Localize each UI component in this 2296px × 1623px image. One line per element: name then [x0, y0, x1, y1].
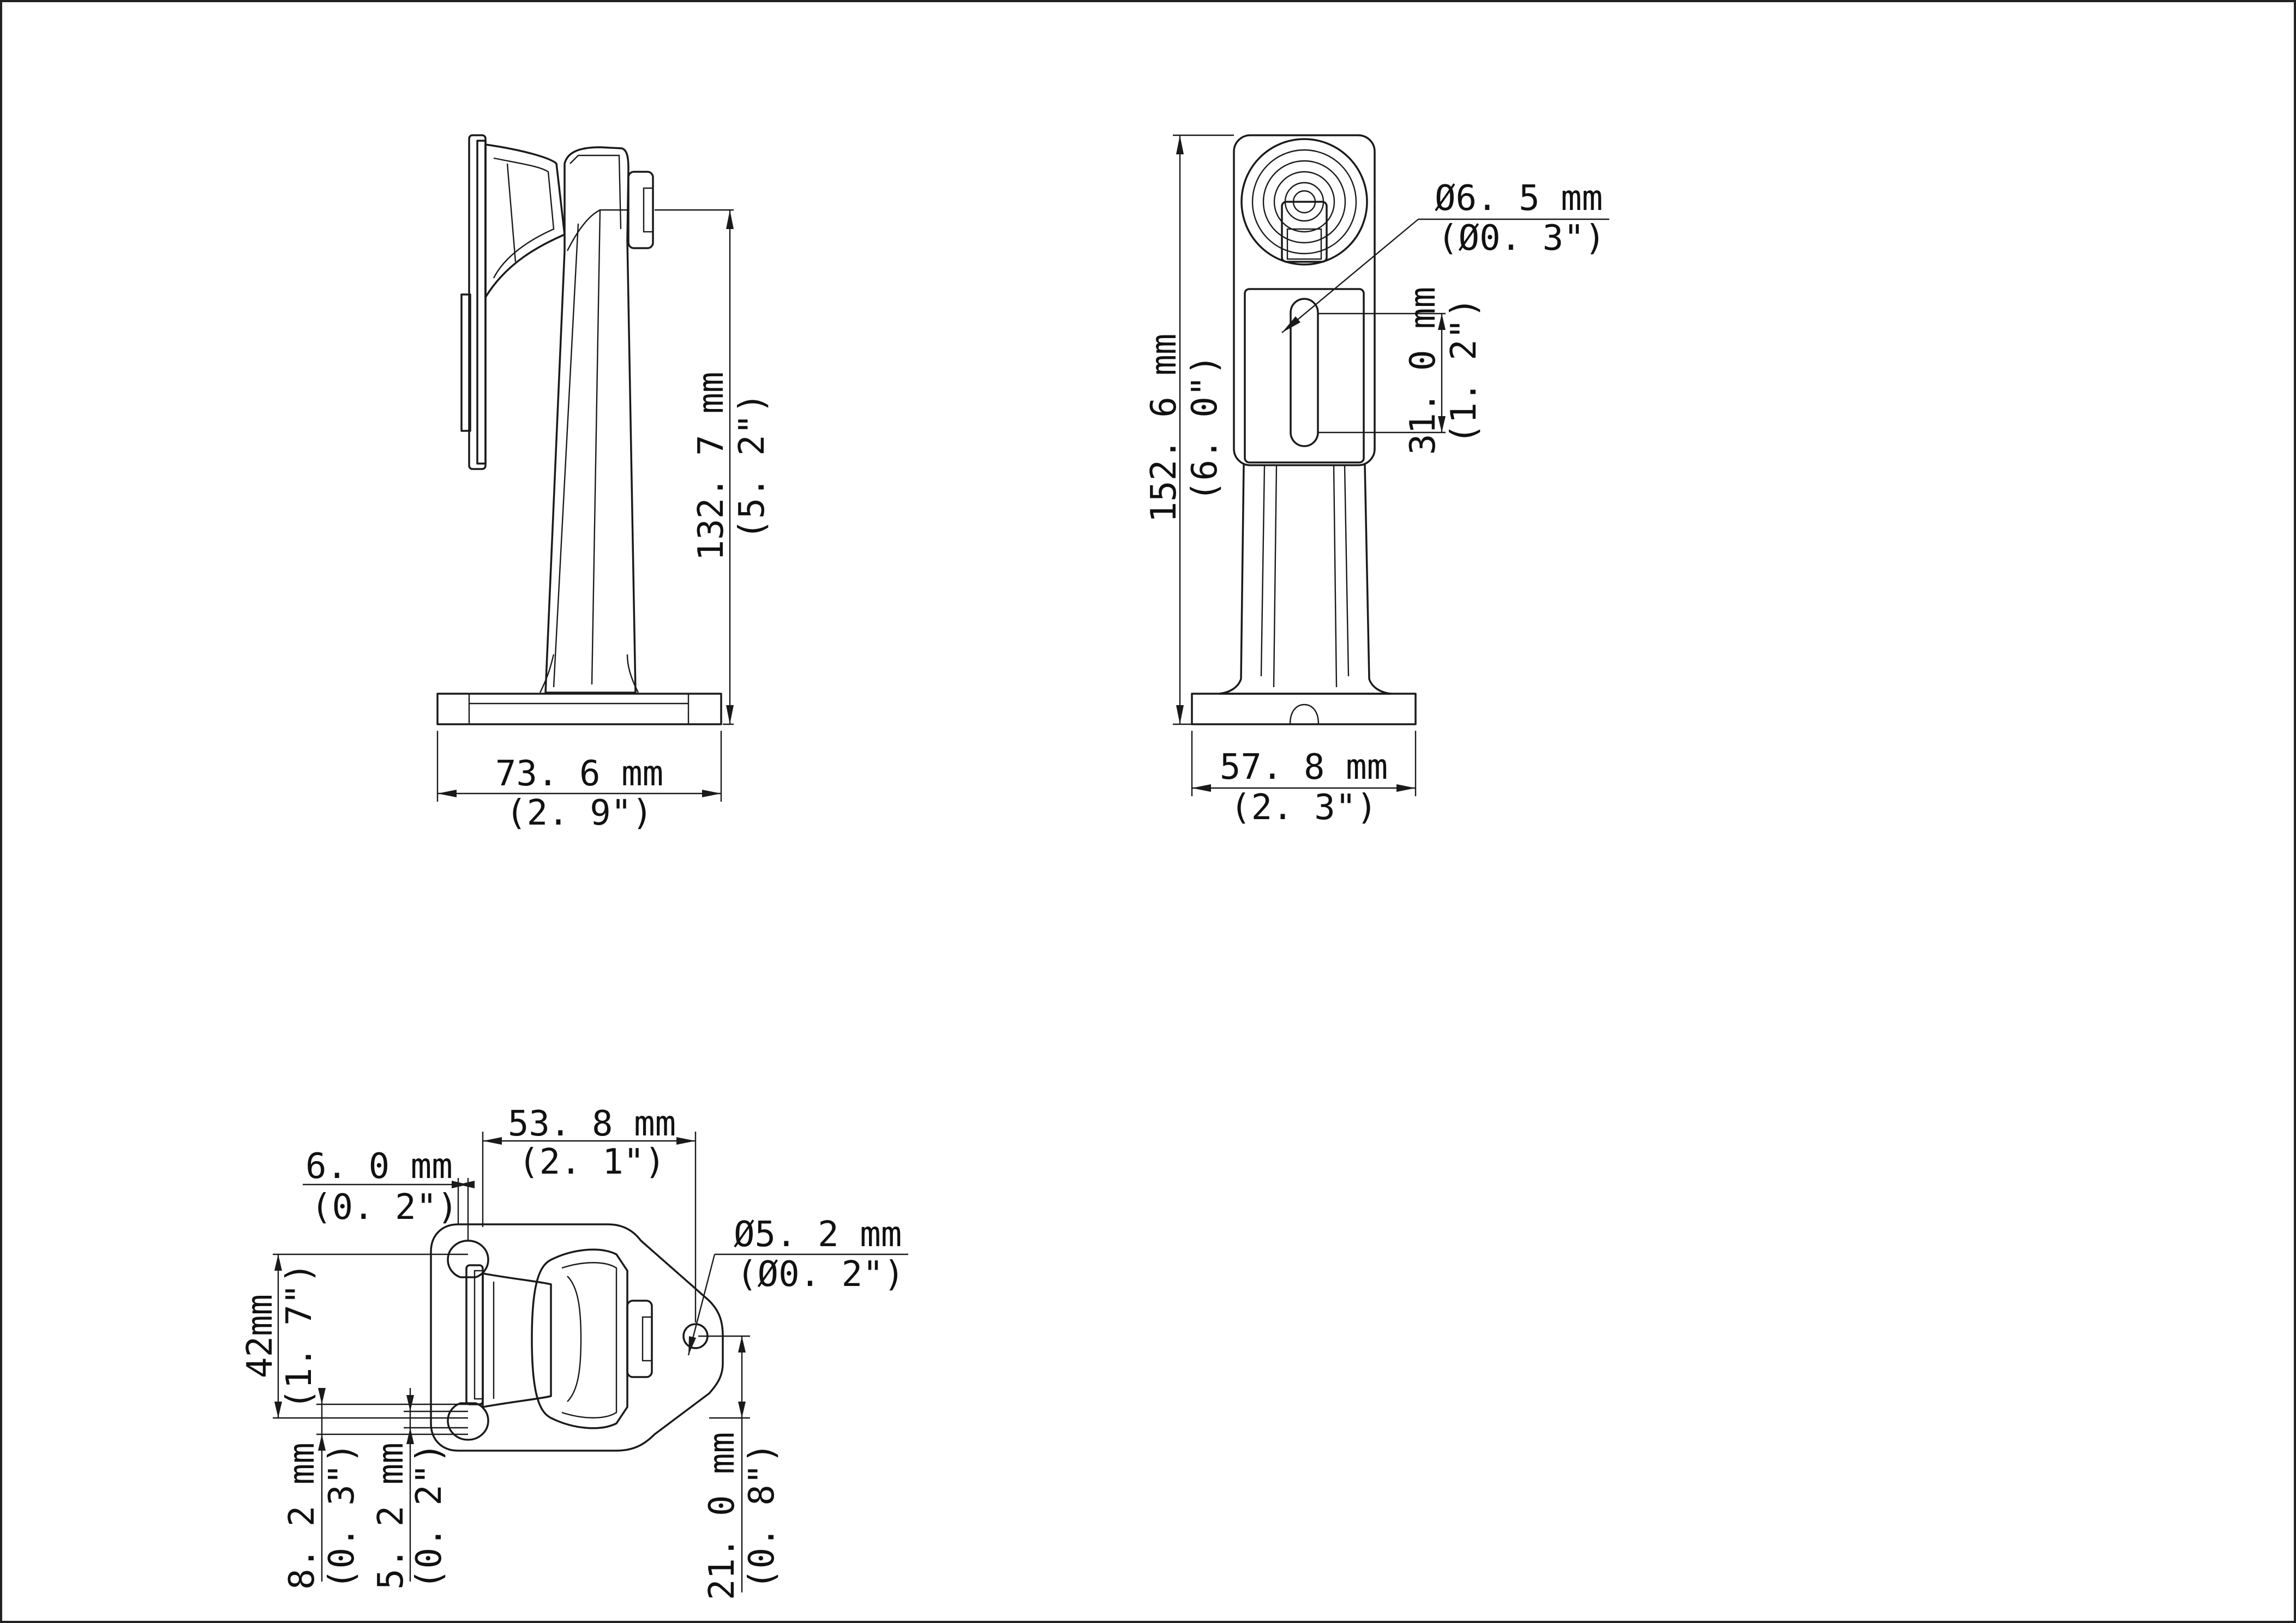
front-height-mm: 152. 6 mm	[1144, 334, 1184, 523]
base-cone	[482, 1272, 552, 1408]
side-height-mm: 132. 7 mm	[691, 372, 732, 561]
base-span-mm: 53. 8 mm	[508, 1104, 676, 1144]
base-slot-a-mm: 8. 2 mm	[282, 1442, 322, 1590]
front-hole-dia-mm: Ø6. 5 mm	[1435, 178, 1603, 219]
base-slot-b-mm: 5. 2 mm	[371, 1442, 411, 1590]
side-camera-stud	[627, 171, 654, 249]
base-hole-off-mm: 21. 0 mm	[702, 1432, 742, 1600]
front-slot-len-in: (1. 2")	[1444, 297, 1484, 444]
base-slot-a-in: (0. 3")	[322, 1442, 362, 1590]
base-plate	[430, 1223, 724, 1452]
front-width-in: (2. 3")	[1230, 788, 1377, 828]
side-width-in: (2. 9")	[506, 793, 653, 833]
front-camera-stud	[1281, 201, 1328, 263]
base-height-mm: 42mm	[240, 1294, 280, 1378]
side-arm	[544, 146, 637, 694]
base-arm	[531, 1248, 628, 1429]
front-head	[1233, 134, 1376, 466]
front-width-mm: 57. 8 mm	[1220, 747, 1388, 788]
side-base	[436, 693, 722, 725]
base-view: 53. 8 mm (2. 1") 6. 0 mm (0. 2") Ø5. 2 m…	[240, 1104, 908, 1600]
front-slot-panel	[1244, 288, 1365, 464]
side-width-mm: 73. 6 mm	[495, 754, 663, 794]
front-slot-len-mm: 31. 0 mm	[1403, 287, 1443, 455]
base-hole-dia-in: (Ø0. 2")	[736, 1254, 904, 1295]
side-height-in: (5. 2")	[732, 393, 772, 540]
front-column	[1218, 464, 1392, 695]
front-view: Ø6. 5 mm (Ø0. 3") 31. 0 mm (1. 2") 152. …	[1144, 134, 1609, 828]
front-base	[1191, 693, 1417, 725]
base-hole-dia-mm: Ø5. 2 mm	[734, 1215, 902, 1255]
base-slot-b-in: (0. 2")	[409, 1442, 449, 1590]
front-hole-dia-in: (Ø0. 3")	[1437, 218, 1605, 259]
base-camera-stud	[626, 1300, 653, 1378]
side-view: 132. 7 mm (5. 2") 73. 6 mm (2. 9")	[436, 134, 772, 833]
front-hole-leader	[1281, 219, 1419, 333]
front-slot	[1290, 298, 1319, 447]
base-height-in: (1. 7")	[279, 1263, 320, 1410]
base-span-in: (2. 1")	[518, 1142, 666, 1182]
base-offset-mm: 6. 0 mm	[305, 1146, 453, 1187]
front-height-in: (6. 0")	[1185, 354, 1225, 502]
base-keyhole-top	[447, 1240, 489, 1278]
base-hole-off-in: (0. 8")	[742, 1442, 782, 1590]
base-offset-in: (0. 2")	[311, 1187, 458, 1228]
